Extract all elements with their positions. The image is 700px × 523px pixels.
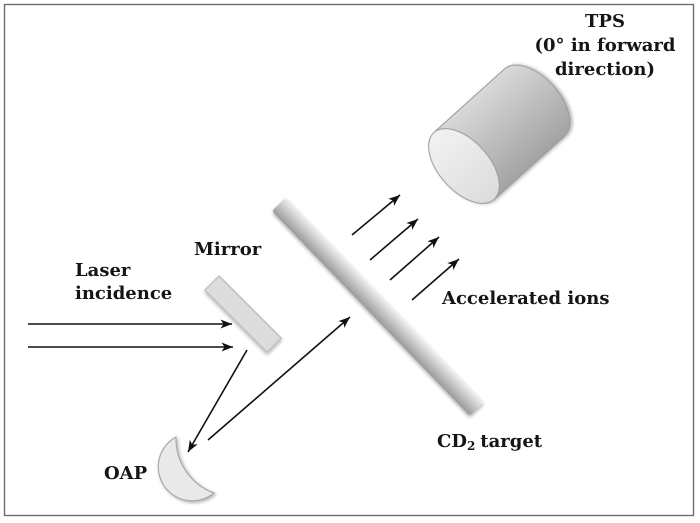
mirror-to-oap-arrow bbox=[187, 349, 248, 453]
oap-to-target-arrow bbox=[207, 316, 351, 441]
accelerated-ions-arrow bbox=[351, 194, 401, 236]
tps-label-line3: direction) bbox=[554, 59, 656, 80]
oap-to-target-arrow bbox=[207, 316, 351, 441]
target-rod-shape bbox=[273, 198, 483, 415]
accelerated-ions-label: Accelerated ions bbox=[442, 288, 610, 309]
accelerated-ions-arrow bbox=[369, 218, 419, 261]
cd2-target-rod bbox=[273, 198, 483, 415]
tps-label-line1: TPS bbox=[585, 11, 625, 32]
laser-incidence-label: Laser incidence bbox=[75, 259, 172, 305]
cd2-label-prefix: CD bbox=[437, 431, 467, 452]
tps-cylinder bbox=[428, 64, 571, 204]
oap-crescent bbox=[157, 435, 216, 502]
laser-beam-arrows bbox=[28, 319, 233, 352]
tps-label-line2: (0° in forward bbox=[534, 35, 676, 56]
laser-label-line2: incidence bbox=[75, 283, 173, 304]
cd2-label-suffix: target bbox=[480, 431, 543, 452]
oap-label: OAP bbox=[104, 463, 148, 484]
accelerated-ions-arrow bbox=[389, 236, 440, 281]
cd2-label-subscript: 2 bbox=[466, 439, 476, 453]
mirror-shape bbox=[204, 275, 283, 354]
accelerated-ions-arrow bbox=[411, 258, 460, 301]
tps-label: TPS (0° in forward direction) bbox=[505, 10, 700, 82]
accelerated-ion-arrows bbox=[351, 194, 460, 301]
mirror-to-oap-arrow bbox=[187, 349, 248, 453]
laser-label-line1: Laser bbox=[75, 260, 131, 281]
cd2-target-label: CD2 target bbox=[437, 430, 542, 458]
mirror-rect bbox=[204, 275, 283, 354]
figure-border bbox=[3, 3, 695, 517]
cylinder-face bbox=[428, 128, 500, 204]
mirror-label: Mirror bbox=[194, 239, 262, 260]
